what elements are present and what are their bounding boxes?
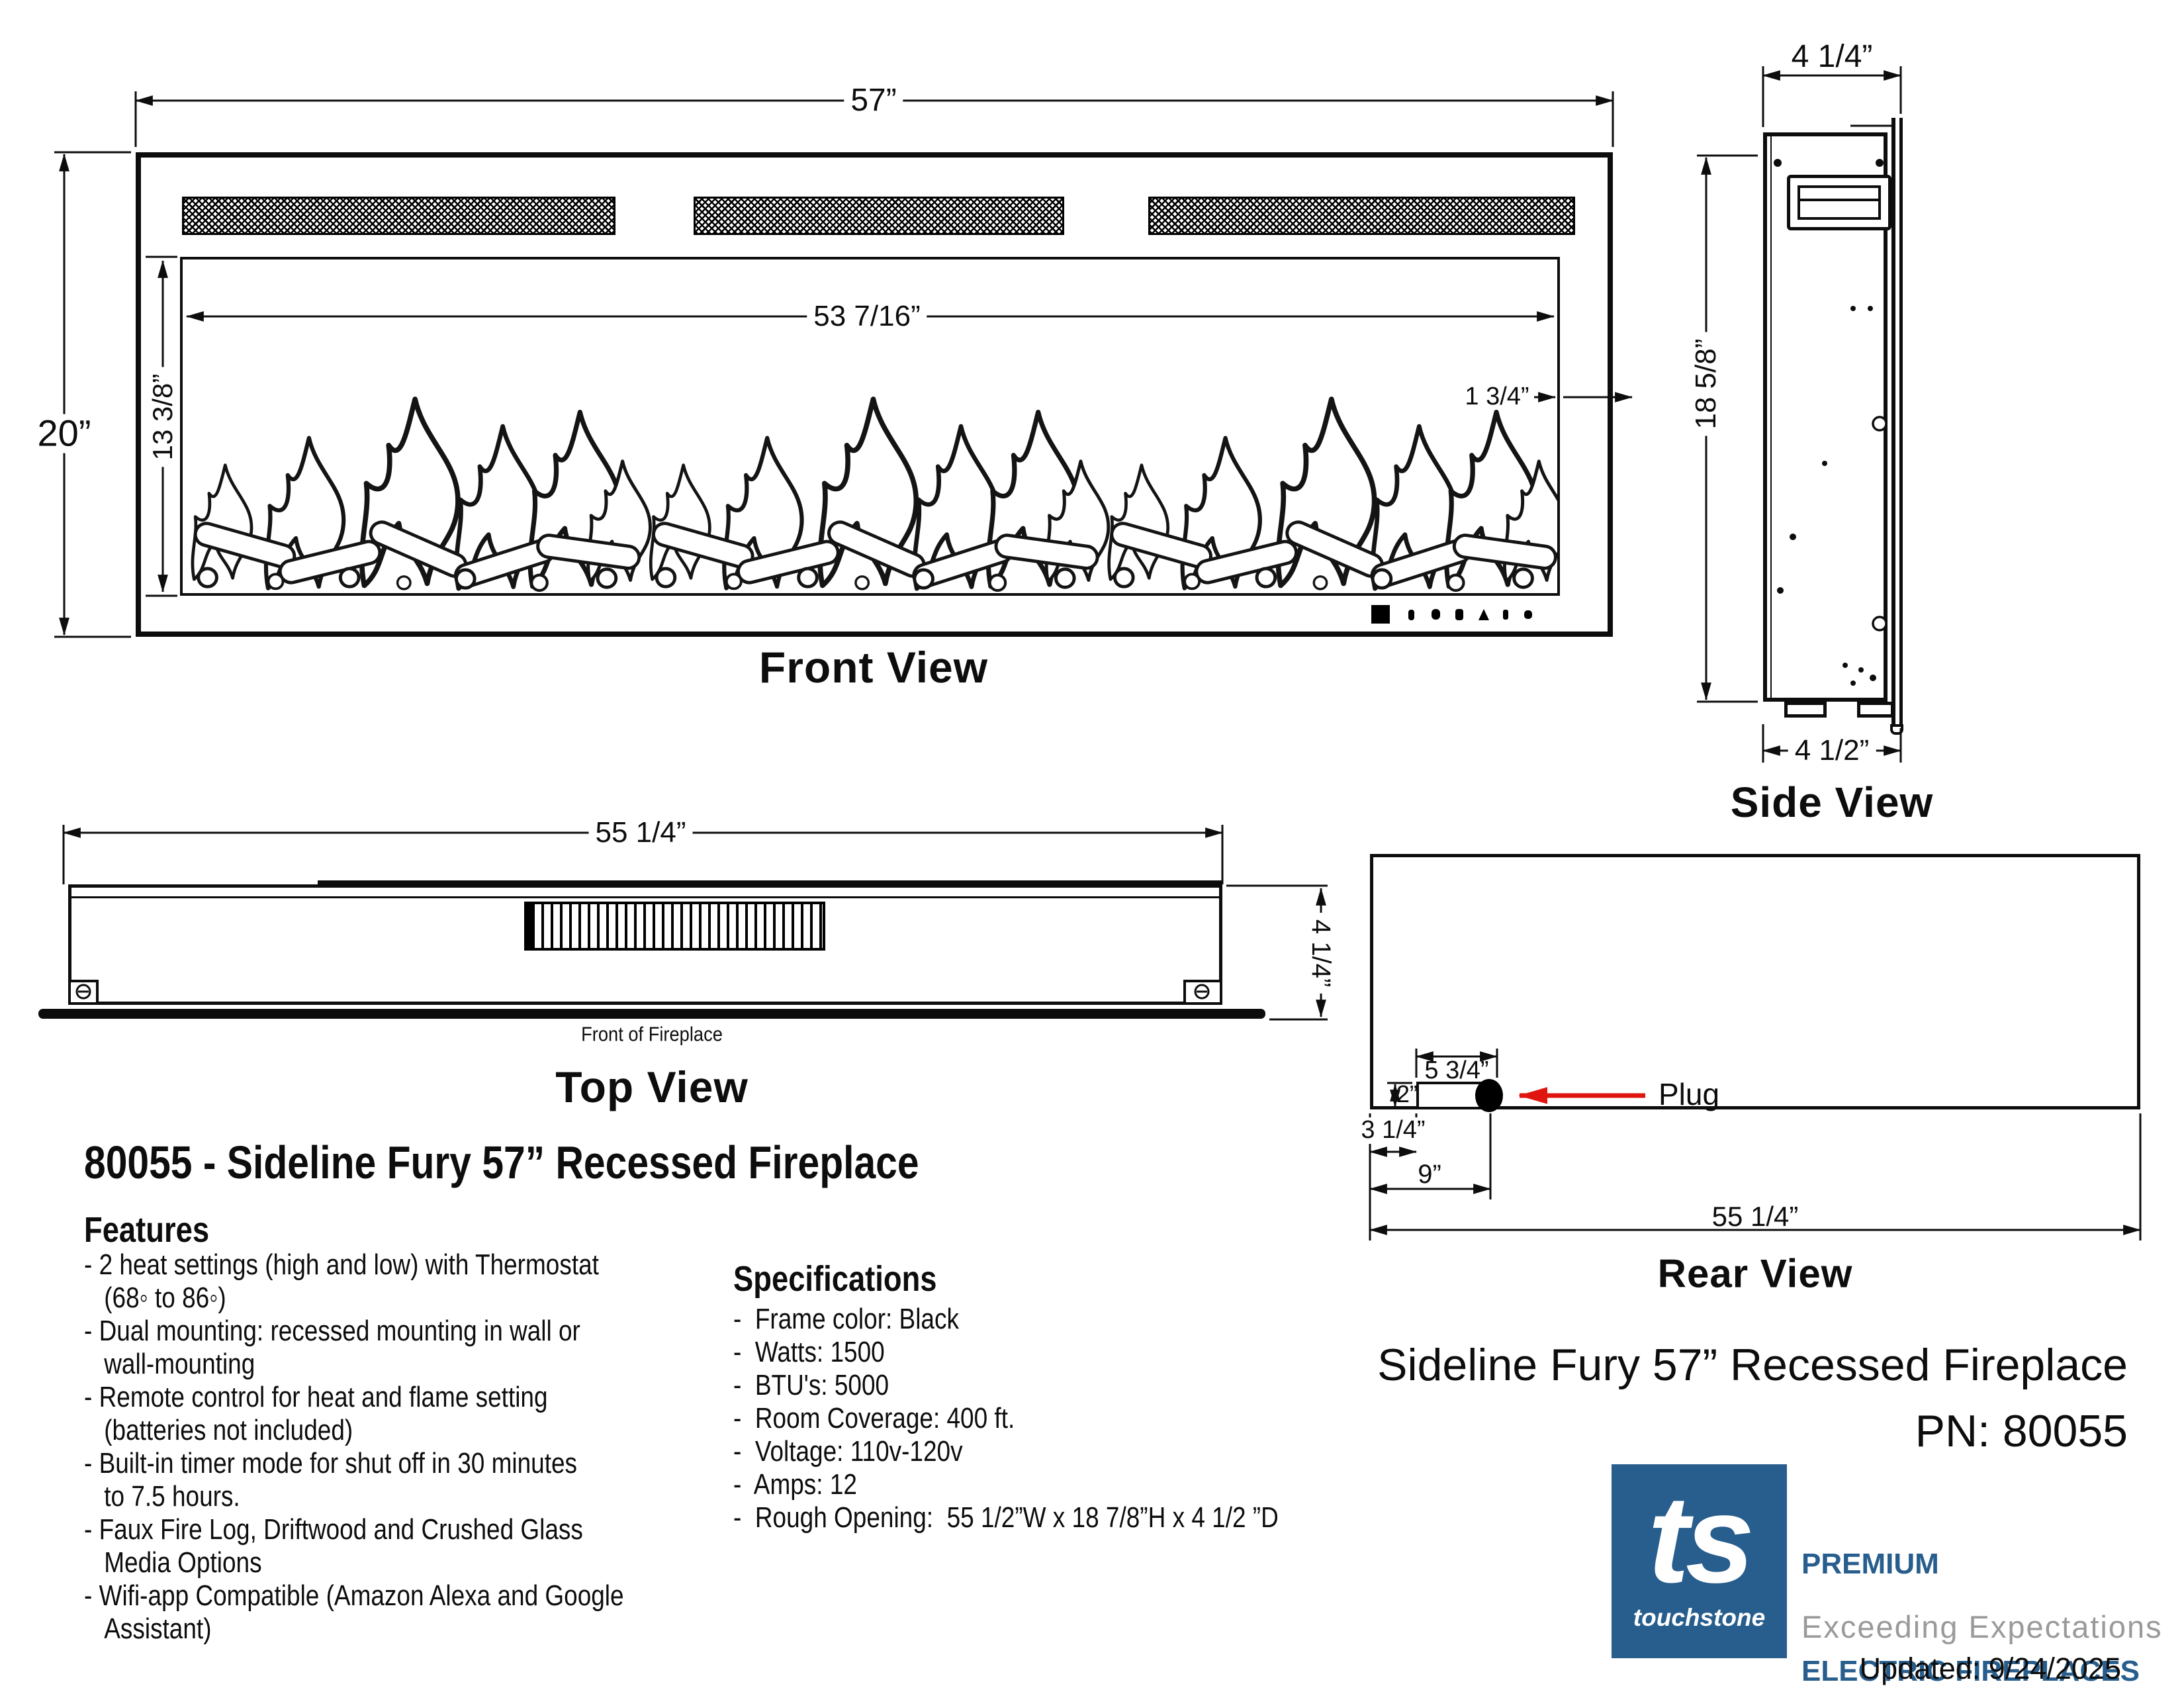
updated-date: Updated: 9/24/2025 xyxy=(1859,1652,2121,1685)
feature-item: wall-mounting xyxy=(104,1348,255,1380)
top-screw-icons xyxy=(75,984,1210,1000)
specifications-list: - Frame color: Black - Watts: 1500 - BTU… xyxy=(733,1303,1279,1534)
feature-item: Assistant) xyxy=(104,1613,212,1645)
control-dot-icon xyxy=(1479,609,1489,620)
vent-grille xyxy=(694,197,1064,235)
feature-item: Media Options xyxy=(104,1546,262,1579)
brand-line-1: PREMIUM xyxy=(1801,1548,1939,1580)
rear-width-dim-label: 55 1/4” xyxy=(1711,1200,1799,1232)
rear-box-height-dim-label: 2” xyxy=(1396,1080,1418,1108)
rear-plug-offset-dim-label: 9” xyxy=(1418,1160,1441,1189)
top-front-of-fireplace-label: Front of Fireplace xyxy=(581,1022,723,1046)
feature-item: - 2 heat settings (high and low) with Th… xyxy=(84,1248,599,1281)
rear-view-title: Rear View xyxy=(1657,1251,1853,1296)
side-dimension-lines xyxy=(1697,66,1902,763)
front-width-dim-label: 57” xyxy=(844,83,903,118)
top-dimension-lines xyxy=(62,825,1328,1021)
feature-item: (68◦ to 86◦) xyxy=(104,1282,226,1314)
top-view-flange-bar xyxy=(38,1009,1265,1019)
plug-icon xyxy=(1475,1079,1503,1112)
side-view-title: Side View xyxy=(1730,778,1934,826)
top-vent-grille xyxy=(524,902,825,951)
features-list: - 2 heat settings (high and low) with Th… xyxy=(84,1248,624,1646)
control-panel xyxy=(1371,605,1532,624)
feature-item: - Dual mounting: recessed mounting in wa… xyxy=(84,1315,580,1347)
top-view-front-lip xyxy=(318,880,1222,887)
vent-grille xyxy=(182,197,615,235)
top-view-title: Top View xyxy=(555,1062,749,1111)
brand-tagline-lines: PREMIUM ELECTRIC FIREPLACES & TV LIFTS xyxy=(1801,1475,2140,1688)
brand-slogan: Exceeding Expectations xyxy=(1801,1609,2163,1644)
vent-grille xyxy=(1148,197,1575,235)
rear-view-outline xyxy=(1370,854,2140,1109)
rear-box-offset-dim-label: 3 1/4” xyxy=(1354,1117,1432,1144)
page-heading: 80055 - Sideline Fury 57” Recessed Firep… xyxy=(84,1137,919,1188)
control-dot-icon xyxy=(1455,609,1463,620)
rear-dimension-lines xyxy=(1369,1049,2142,1241)
touchstone-logo: ts touchstone xyxy=(1612,1464,1787,1658)
front-dimension-lines xyxy=(54,91,1633,638)
feature-item: (batteries not included) xyxy=(104,1414,353,1446)
features-heading: Features xyxy=(84,1210,210,1250)
side-vent-slot xyxy=(1800,199,1878,201)
side-front-flange xyxy=(1899,118,1903,724)
side-vent-inner xyxy=(1797,185,1881,220)
spec-item: - Frame color: Black xyxy=(733,1303,959,1335)
side-foot xyxy=(1784,702,1827,718)
top-width-dim-label: 55 1/4” xyxy=(588,817,693,849)
spec-item: - BTU's: 5000 xyxy=(733,1369,889,1401)
side-depth-dim-label: 4 1/4” xyxy=(1791,38,1873,74)
touchstone-wordmark: touchstone xyxy=(1633,1604,1766,1631)
top-depth-dim-label: 4 1/4” xyxy=(1306,912,1336,994)
side-foot xyxy=(1857,702,1894,718)
front-height-dim-label: 20” xyxy=(30,414,98,453)
brand-line-2: ELECTRIC FIREPLACES xyxy=(1801,1655,2140,1687)
power-button-icon xyxy=(1371,605,1390,624)
feature-item: - Wifi-app Compatible (Amazon Alexa and … xyxy=(84,1579,624,1612)
feature-item: to 7.5 hours. xyxy=(104,1480,240,1513)
spec-item: - Watts: 1500 xyxy=(733,1336,885,1368)
side-bottom-depth-dim-label: 4 1/2” xyxy=(1788,735,1876,767)
window-width-dim-label: 53 7/16” xyxy=(807,301,927,332)
side-height-dim-label: 18 5/8” xyxy=(1690,332,1722,436)
window-height-dim-label: 13 3/8” xyxy=(147,367,178,467)
product-pn: PN: 80055 xyxy=(1915,1406,2128,1456)
top-view-inner-line xyxy=(71,896,1219,898)
spec-item: - Amps: 12 xyxy=(733,1468,857,1501)
side-front-flange xyxy=(1891,118,1895,724)
spec-item: - Voltage: 110v-120v xyxy=(733,1435,963,1468)
specifications-heading: Specifications xyxy=(733,1259,937,1299)
side-screw-icons xyxy=(1774,159,1888,686)
control-dot-icon xyxy=(1408,610,1414,620)
plug-label: Plug xyxy=(1658,1076,1720,1111)
control-dot-icon xyxy=(1524,610,1532,619)
feature-item: - Faux Fire Log, Driftwood and Crushed G… xyxy=(84,1513,583,1546)
spec-item: - Rough Opening: 55 1/2”W x 18 7/8”H x 4… xyxy=(733,1501,1279,1534)
ts-monogram-icon: ts xyxy=(1647,1470,1754,1609)
control-dot-icon xyxy=(1432,609,1440,620)
front-view-title: Front View xyxy=(758,643,989,692)
product-name: Sideline Fury 57” Recessed Fireplace xyxy=(1377,1340,2128,1390)
control-dot-icon xyxy=(1503,610,1508,620)
feature-item: - Built-in timer mode for shut off in 30… xyxy=(84,1447,578,1479)
frame-depth-dim-label: 1 3/4” xyxy=(1465,383,1529,411)
spec-item: - Room Coverage: 400 ft. xyxy=(733,1402,1015,1434)
feature-item: - Remote control for heat and flame sett… xyxy=(84,1381,548,1413)
rear-box-width-dim-label: 5 3/4” xyxy=(1424,1056,1489,1085)
